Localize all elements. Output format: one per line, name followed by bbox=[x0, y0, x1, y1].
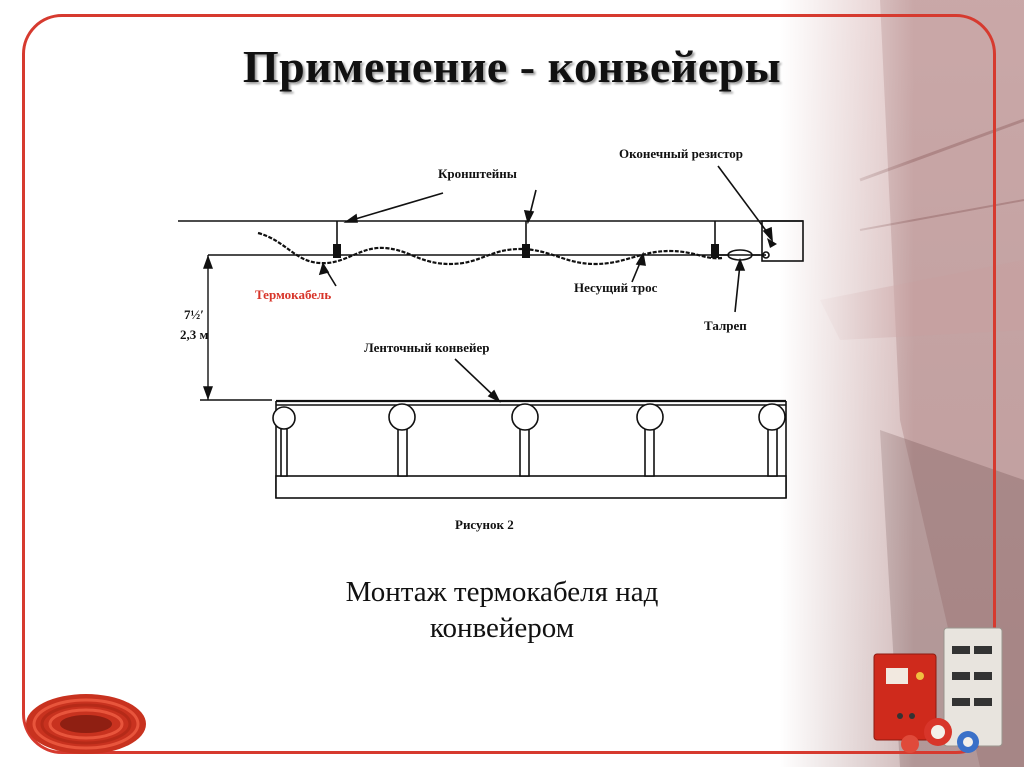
slide-frame bbox=[22, 14, 996, 754]
height-dimension bbox=[200, 254, 272, 401]
heating-cable bbox=[257, 231, 723, 266]
coiled-cable-icon bbox=[26, 694, 146, 754]
label-brackets: Кронштейны bbox=[438, 166, 517, 181]
end-box bbox=[761, 220, 804, 262]
bracket-clamp-1 bbox=[333, 244, 341, 258]
label-turnbuckle: Талреп bbox=[704, 318, 747, 333]
label-support-wire: Несущий трос bbox=[574, 280, 658, 295]
slide-title: Применение - конвейеры bbox=[242, 41, 782, 92]
bracket-clamp-3 bbox=[711, 244, 719, 258]
control-panel-icon bbox=[873, 627, 1003, 753]
label-height-m: 2,3 м bbox=[180, 327, 209, 342]
bracket-clamp-2 bbox=[522, 244, 530, 258]
label-end-resistor: Оконечный резистор bbox=[619, 146, 743, 161]
label-height-ft: 7½′ bbox=[184, 307, 204, 322]
caption-line-1: Монтаж термокабеля над bbox=[345, 576, 659, 608]
leader-brackets-1 bbox=[351, 192, 444, 221]
slide-caption: Монтаж термокабеля над конвейером bbox=[0, 574, 1004, 646]
caption-line-2: конвейером bbox=[429, 612, 575, 644]
leader-turnbuckle bbox=[734, 263, 741, 313]
leader-resistor bbox=[717, 165, 771, 237]
label-figure: Рисунок 2 bbox=[455, 517, 514, 532]
label-heating-cable: Термокабель bbox=[255, 287, 331, 302]
belt-conveyor bbox=[272, 399, 787, 499]
leader-conveyor bbox=[454, 358, 497, 399]
label-belt-conveyor: Ленточный конвейер bbox=[364, 340, 490, 355]
end-resistor bbox=[767, 238, 777, 248]
